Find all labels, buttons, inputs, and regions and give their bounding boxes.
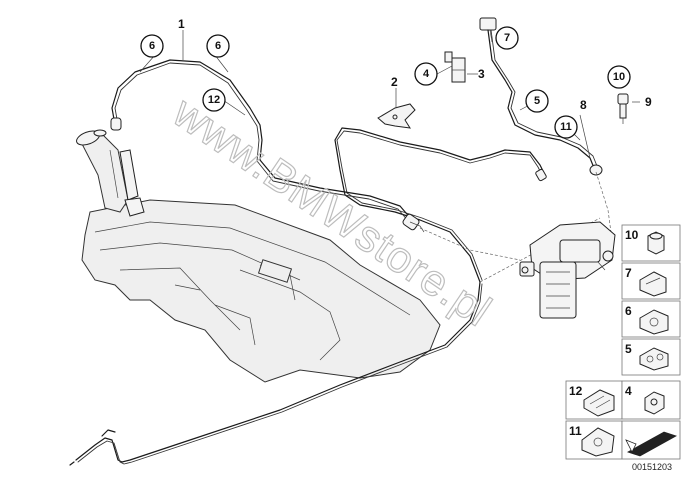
legend-label-10: 10	[625, 228, 639, 242]
legend-label-5: 5	[625, 342, 632, 356]
legend-label-4: 4	[625, 384, 632, 398]
legend-label-6: 6	[625, 304, 632, 318]
callout-7[interactable]: 7	[504, 32, 510, 44]
callout-10-circle[interactable]	[607, 65, 631, 89]
legend-label-11: 11	[569, 424, 582, 438]
legend-item-10[interactable]: 10	[621, 224, 681, 262]
callout-6b-circle[interactable]	[206, 34, 230, 58]
callout-2[interactable]: 2	[391, 75, 398, 89]
callout-7-circle[interactable]	[495, 26, 519, 50]
filler-neck[interactable]	[75, 128, 145, 217]
leader-lines	[139, 29, 640, 159]
bracket-2[interactable]	[377, 103, 416, 129]
callouts: 1 6 6 12 2 4 3 7 5 8 11 10 9	[140, 17, 652, 139]
callout-10[interactable]: 10	[613, 71, 625, 83]
sensor-9[interactable]	[617, 93, 629, 124]
legend-item-12[interactable]: 12	[565, 380, 623, 420]
bracket-3[interactable]	[444, 51, 466, 83]
callout-5-circle[interactable]	[525, 89, 549, 113]
callout-4[interactable]: 4	[423, 68, 430, 80]
callout-6b[interactable]: 6	[215, 40, 221, 52]
legend-item-5[interactable]: 5	[621, 338, 681, 376]
legend-label-7: 7	[625, 266, 632, 280]
callout-12[interactable]: 12	[208, 94, 220, 106]
small-parts-legend: 10 7 6 5 12	[565, 224, 681, 460]
legend-arrow-box	[621, 420, 681, 460]
callout-4-circle[interactable]	[414, 62, 438, 86]
callout-6a-circle[interactable]	[140, 34, 164, 58]
pipe-upper-right[interactable]	[479, 17, 603, 176]
fuel-tank[interactable]	[81, 199, 441, 383]
callout-11[interactable]: 11	[560, 121, 572, 133]
legend-item-4[interactable]: 4	[621, 380, 681, 420]
callout-5[interactable]: 5	[534, 95, 540, 107]
fuel-line-return[interactable]	[334, 127, 547, 283]
callout-6a[interactable]: 6	[149, 40, 155, 52]
fuel-filter-assembly[interactable]	[419, 171, 616, 319]
legend-label-12: 12	[569, 384, 583, 398]
callout-11-circle[interactable]	[554, 115, 578, 139]
legend-item-6[interactable]: 6	[621, 300, 681, 338]
callout-1[interactable]: 1	[178, 17, 185, 31]
legend-item-7[interactable]: 7	[621, 262, 681, 300]
vent-pipe[interactable]	[110, 59, 425, 233]
callout-9[interactable]: 9	[645, 95, 652, 109]
fuel-line-long[interactable]	[69, 281, 483, 466]
callout-8[interactable]: 8	[580, 98, 587, 112]
diagram-code: 00151203	[632, 462, 672, 472]
callout-12-circle[interactable]	[202, 88, 226, 112]
callout-3[interactable]: 3	[478, 67, 485, 81]
legend-item-11[interactable]: 11	[565, 420, 623, 460]
